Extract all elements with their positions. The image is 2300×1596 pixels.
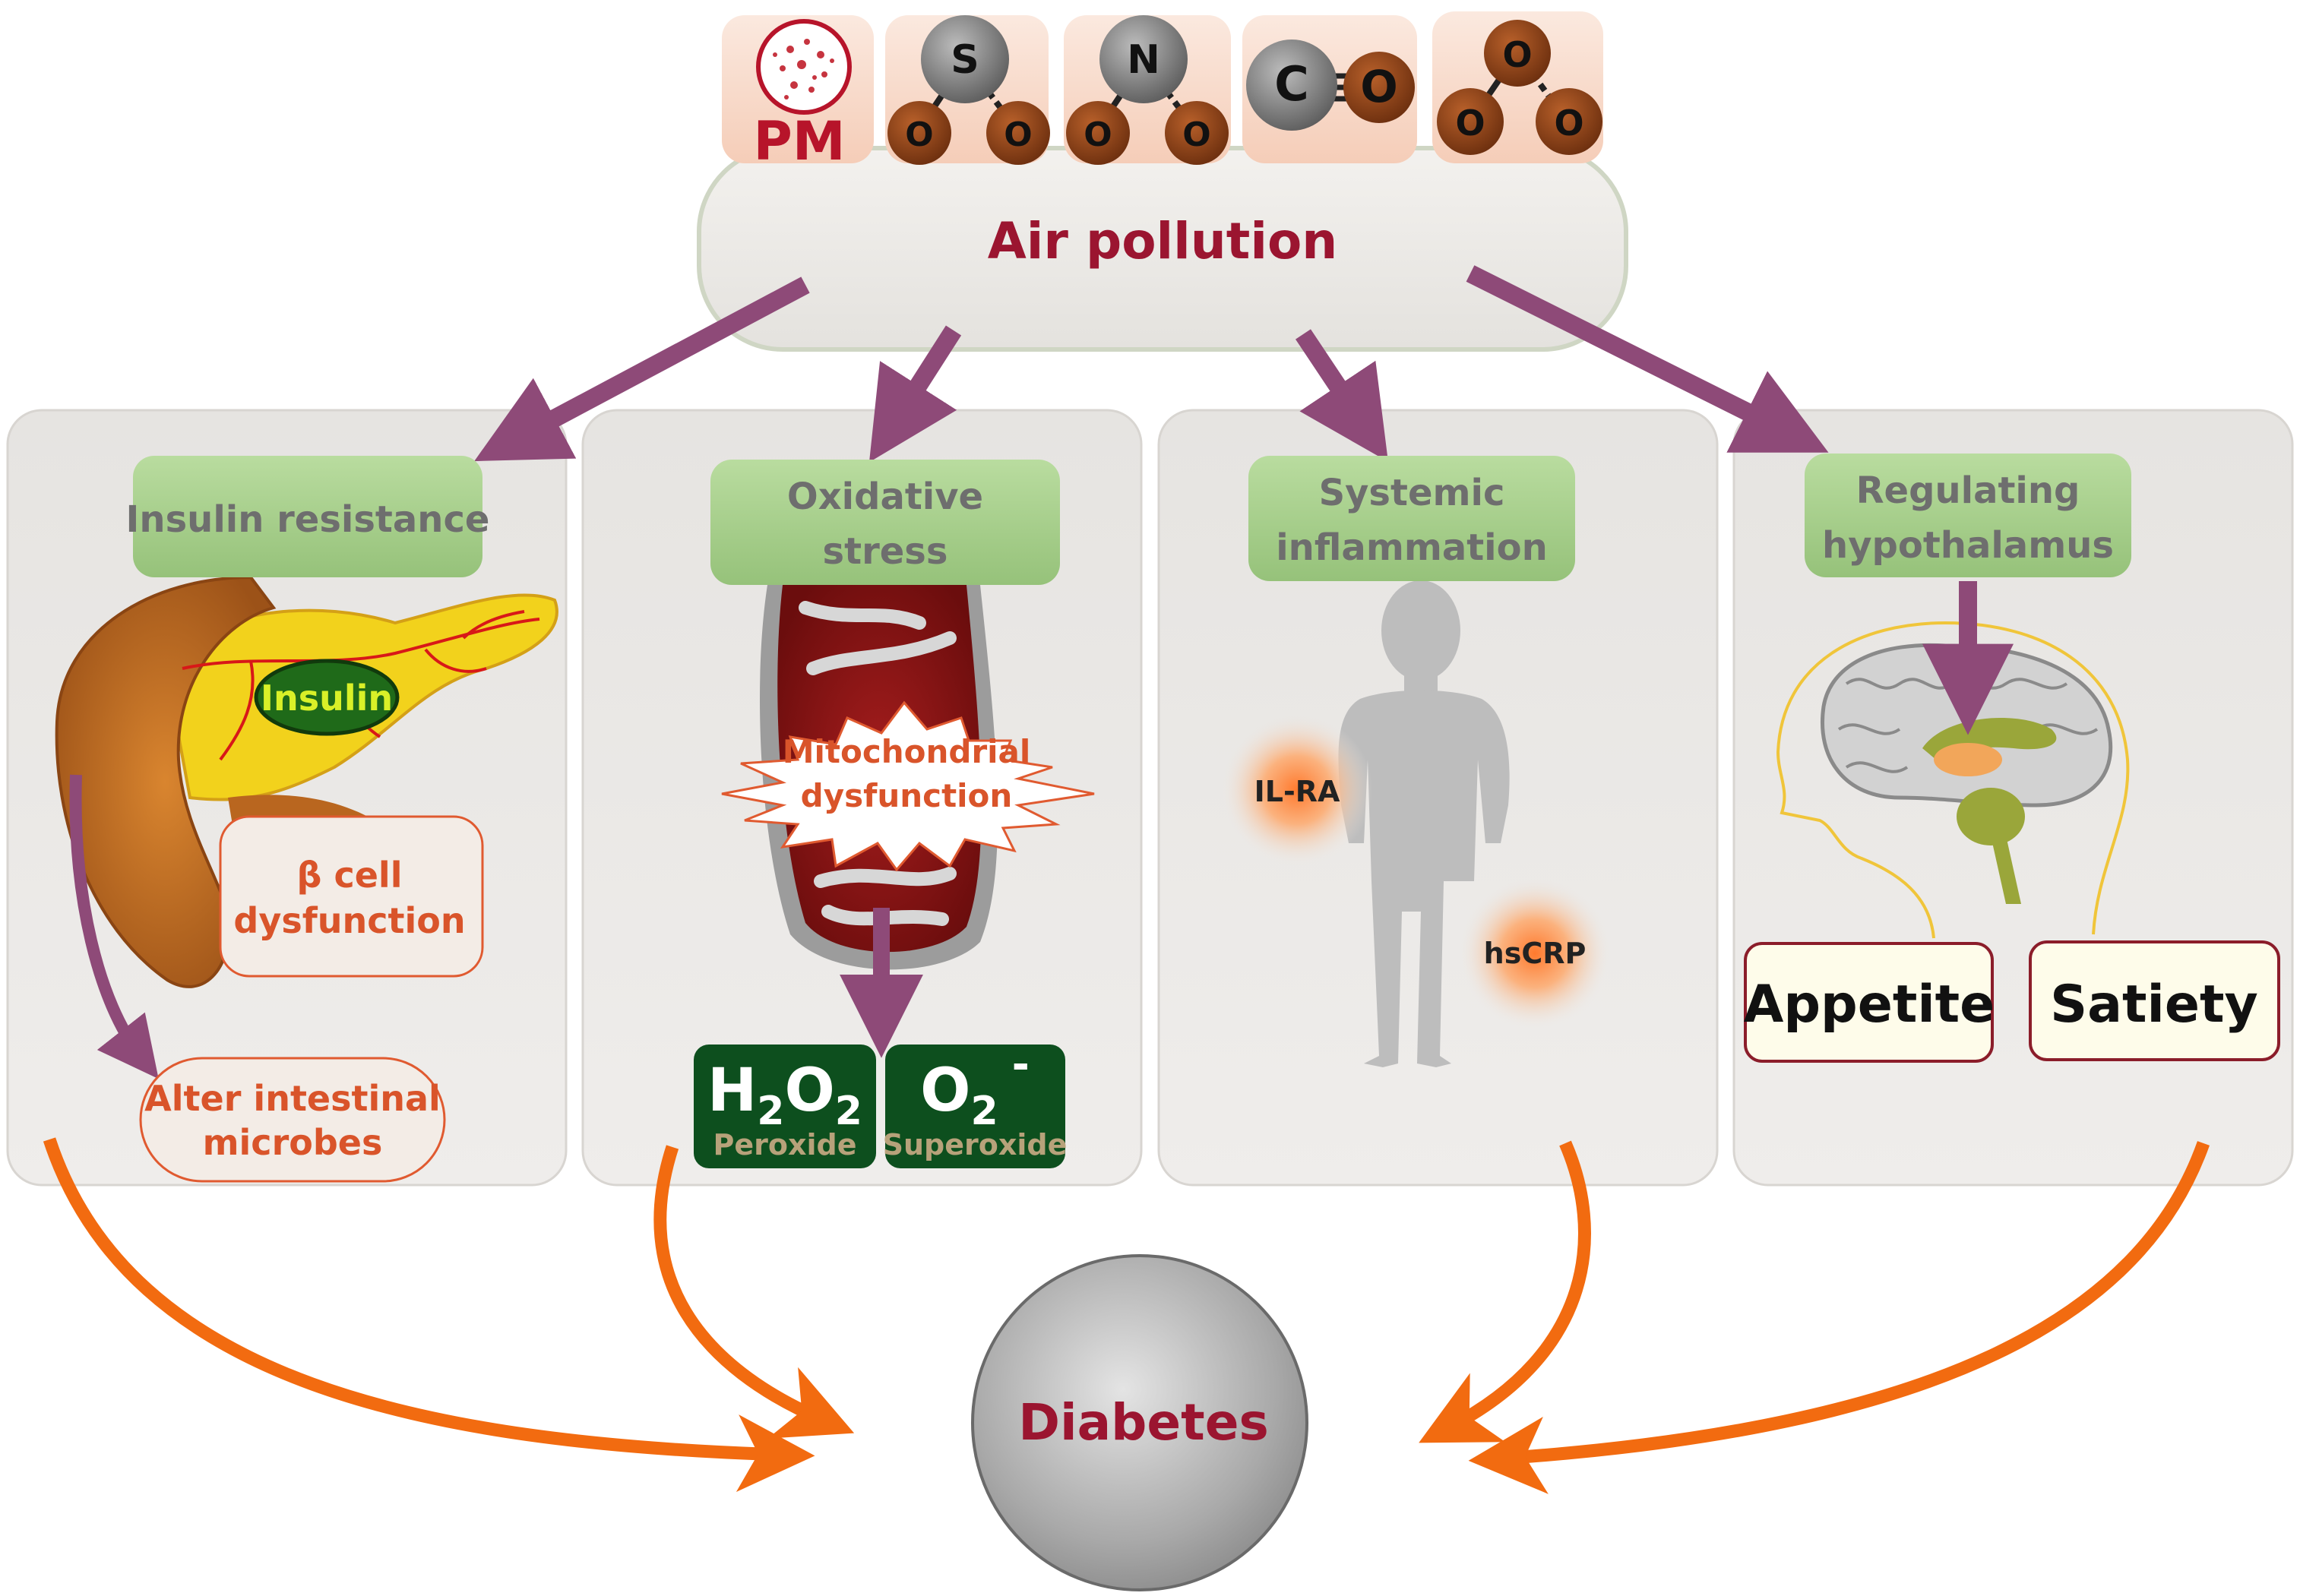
atom-label: O bbox=[1004, 115, 1032, 154]
hub-arrows bbox=[474, 265, 1829, 463]
o2-box bbox=[885, 1045, 1065, 1168]
h2o2-box bbox=[694, 1045, 876, 1168]
il-ra-label: IL-RA bbox=[1254, 775, 1340, 808]
oxygen-atom bbox=[1437, 88, 1504, 155]
microbes-line1: Alter intestinal bbox=[144, 1078, 441, 1119]
header-regulating-hypothalamus bbox=[1805, 454, 2131, 577]
systemic-inflammation-line1: Systemic bbox=[1319, 472, 1505, 514]
oxidative-stress-line2: stress bbox=[823, 530, 948, 573]
regulating-hypothalamus-line2: hypothalamus bbox=[1822, 524, 2114, 567]
atom-label: O bbox=[1084, 115, 1112, 154]
il-ra-glow bbox=[1221, 714, 1373, 866]
mitochondrial-line1: Mitochondrial bbox=[783, 733, 1031, 770]
sulfur-atom bbox=[921, 15, 1009, 103]
header-oxidative-stress bbox=[710, 460, 1060, 585]
oxygen-atom bbox=[1484, 20, 1551, 87]
arrow-to-hypothalamus bbox=[1466, 265, 1829, 453]
microbes-box bbox=[139, 1057, 446, 1183]
pollutant-no2: N O O bbox=[1064, 15, 1231, 165]
atom-label: O bbox=[1455, 103, 1485, 144]
atom-label: O bbox=[1360, 61, 1397, 112]
oxygen-atom bbox=[1165, 101, 1229, 165]
insulin-badge bbox=[254, 659, 400, 736]
oxidative-stress-line1: Oxidative bbox=[787, 476, 983, 518]
atom-label: O bbox=[1502, 34, 1532, 75]
pollutant-pm: PM bbox=[722, 15, 874, 172]
atom-label: C bbox=[1274, 56, 1309, 112]
pollutant-co: C O bbox=[1242, 15, 1417, 163]
atom-label: N bbox=[1127, 37, 1160, 83]
mitochondrial-line2: dysfunction bbox=[801, 777, 1013, 814]
arrow-to-inflammation bbox=[1296, 329, 1388, 462]
appetite-label: Appetite bbox=[1744, 975, 1995, 1035]
arrow-to-insulin bbox=[474, 277, 810, 462]
diabetes-sphere bbox=[971, 1254, 1308, 1591]
pm-label: PM bbox=[754, 110, 846, 172]
satiety-box bbox=[2029, 940, 2280, 1061]
atom-label: S bbox=[951, 37, 979, 83]
oxygen-atom bbox=[986, 101, 1050, 165]
hypothalamus-region bbox=[1934, 743, 2002, 776]
pancreas-head bbox=[55, 575, 277, 988]
air-pollution-title: Air pollution bbox=[988, 212, 1338, 270]
head-outline bbox=[1776, 621, 2130, 939]
arrow-insulin-to-diabetes bbox=[43, 1137, 815, 1493]
outcome-arrows bbox=[43, 1137, 2210, 1494]
mitochondrial-burst bbox=[721, 700, 1095, 872]
nitrogen-atom bbox=[1099, 15, 1188, 103]
arrow-to-oxidative bbox=[868, 325, 962, 463]
h2o2-formula: H2O2 bbox=[707, 1057, 862, 1134]
oxygen-atom bbox=[1536, 88, 1602, 155]
beta-cell-box bbox=[219, 815, 484, 978]
microbes-line2: microbes bbox=[203, 1122, 383, 1163]
beta-cell-line1: β cell bbox=[297, 855, 403, 896]
arrow-oxidative-to-diabetes bbox=[653, 1145, 855, 1439]
beta-cell-line2: dysfunction bbox=[233, 900, 465, 941]
header-insulin-resistance bbox=[133, 456, 482, 577]
header-systemic-inflammation bbox=[1248, 456, 1575, 581]
insulin-resistance-title: Insulin resistance bbox=[126, 498, 490, 541]
pollutant-so2: S O O bbox=[885, 15, 1050, 165]
arrow-hypothalamus-to-diabetes bbox=[1468, 1141, 2210, 1494]
oxygen-atom bbox=[887, 101, 951, 165]
hscrp-glow bbox=[1459, 877, 1611, 1029]
oxygen-atom bbox=[1343, 52, 1415, 123]
atom-label: O bbox=[905, 115, 933, 154]
arrow-inflammation-to-diabetes bbox=[1419, 1140, 1591, 1443]
atom-label: O bbox=[1182, 115, 1210, 154]
insulin-label: Insulin bbox=[261, 678, 393, 719]
oxygen-atom bbox=[1066, 101, 1130, 165]
systemic-inflammation-line2: inflammation bbox=[1276, 526, 1548, 569]
appetite-box bbox=[1744, 942, 1994, 1063]
satiety-label: Satiety bbox=[2050, 975, 2258, 1035]
regulating-hypothalamus-line1: Regulating bbox=[1856, 469, 2080, 512]
arrow-to-microbes bbox=[69, 774, 159, 1079]
o2-formula: O2- bbox=[920, 1040, 1030, 1134]
diabetes-label: Diabetes bbox=[1018, 1393, 1269, 1452]
brainstem bbox=[1957, 788, 2025, 845]
hscrp-label: hsCRP bbox=[1484, 937, 1587, 970]
pollutant-o3: O O O bbox=[1432, 11, 1603, 163]
particle-dots bbox=[773, 39, 834, 100]
atom-label: O bbox=[1554, 103, 1583, 144]
superoxide-label: Superoxide bbox=[883, 1128, 1068, 1161]
carbon-atom bbox=[1246, 40, 1337, 131]
human-silhouette bbox=[1338, 580, 1510, 1067]
peroxide-label: Peroxide bbox=[713, 1128, 857, 1161]
